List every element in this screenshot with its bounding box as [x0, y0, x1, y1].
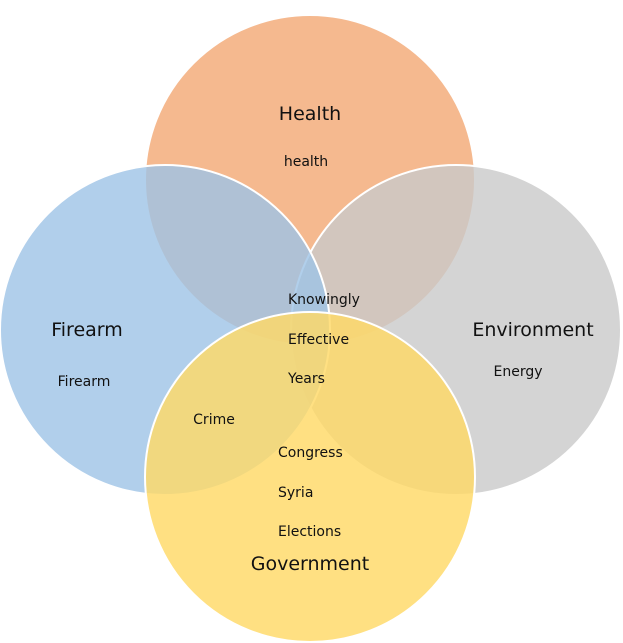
circle-government — [144, 311, 476, 643]
term-firearm-government: Crime — [193, 412, 235, 428]
term-government-2: Syria — [278, 485, 313, 501]
term-center-3: Years — [287, 371, 325, 387]
circles — [0, 14, 622, 643]
term-government-3: Elections — [278, 524, 341, 540]
term-government-1: Congress — [278, 445, 343, 461]
term-center-2: Effective — [288, 332, 349, 348]
term-environment: Energy — [493, 364, 542, 380]
title-firearm: Firearm — [51, 319, 123, 341]
term-firearm: Firearm — [58, 374, 111, 390]
title-health: Health — [279, 103, 341, 125]
title-government: Government — [251, 553, 370, 575]
title-environment: Environment — [472, 319, 593, 341]
terms: health Energy Firearm Knowingly Effectiv… — [58, 154, 543, 540]
set-titles: Health Environment Firearm Government — [51, 103, 593, 575]
term-health: health — [284, 154, 328, 170]
term-center-1: Knowingly — [288, 292, 360, 308]
